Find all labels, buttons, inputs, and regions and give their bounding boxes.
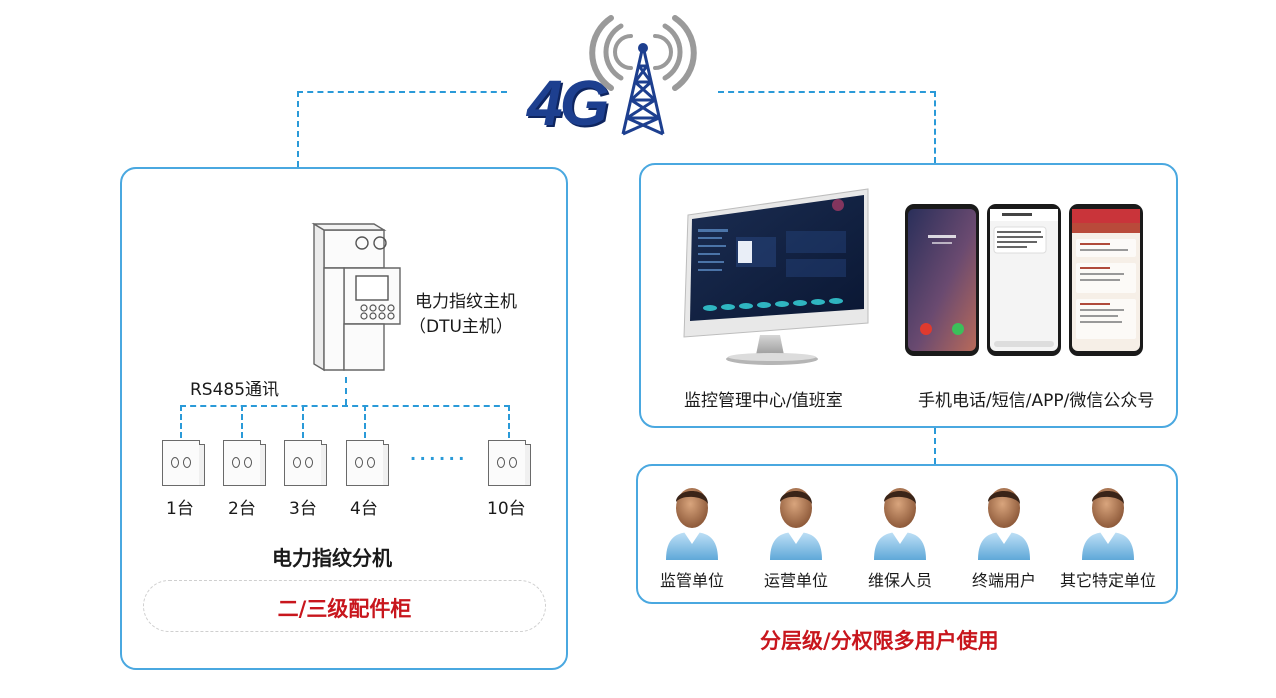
signal-tower-icon: [589, 15, 697, 136]
cabinet-label: 二/三级配件柜: [277, 597, 412, 621]
sub-unit-3: [284, 440, 327, 486]
bus-line: [180, 405, 510, 407]
user-label-maintenance: 维保人员: [867, 571, 932, 590]
sub-unit-4: [346, 440, 389, 486]
bus-drop-10: [508, 405, 510, 438]
user-label-other: 其它特定单位: [1059, 571, 1156, 590]
network-badge: 4G: [525, 14, 705, 140]
link-right-top: [718, 91, 936, 93]
bus-label: RS485通讯: [190, 380, 280, 400]
bus-drop-2: [241, 405, 243, 438]
sub-unit-2-label: 2台: [228, 499, 256, 519]
cabinet-box: 二/三级配件柜: [143, 580, 546, 632]
monitor-icon: [683, 188, 869, 365]
4g-label: 4G: [527, 67, 609, 139]
user-icon-supervisor: [666, 488, 718, 560]
host-label-line2: （DTU主机）: [409, 317, 513, 337]
user-icon-maintenance: [874, 488, 926, 560]
link-right-between: [934, 428, 936, 464]
link-left-down: [297, 91, 299, 167]
user-icon-end-user: [978, 488, 1030, 560]
phone-call-icon: [905, 204, 979, 356]
user-label-supervisor: 监管单位: [659, 571, 724, 590]
bus-drop-1: [180, 405, 182, 438]
sub-unit-2: [223, 440, 266, 486]
user-icon-operator: [770, 488, 822, 560]
monitor-caption: 监控管理中心/值班室: [684, 391, 843, 411]
sub-unit-ellipsis: · · · · · ·: [410, 449, 464, 468]
link-left-top: [297, 91, 507, 93]
host-label-line1: 电力指纹主机: [415, 292, 517, 312]
user-label-end-user: 终端用户: [971, 571, 1036, 590]
footer-caption: 分层级/分权限多用户使用: [760, 629, 999, 653]
bus-drop: [345, 377, 347, 405]
bus-drop-4: [364, 405, 366, 438]
link-right-down: [934, 91, 936, 163]
user-label-operator: 运营单位: [763, 571, 828, 590]
phone-sms-icon: [987, 204, 1061, 356]
sub-unit-10-label: 10台: [487, 499, 526, 519]
sub-unit-1: [162, 440, 205, 486]
sub-unit-10: [488, 440, 531, 486]
phone-app-icon: [1069, 204, 1143, 356]
user-icon-other: [1082, 488, 1134, 560]
phones-caption: 手机电话/短信/APP/微信公众号: [918, 391, 1155, 411]
sub-unit-4-label: 4台: [350, 499, 378, 519]
dtu-host-device-icon: [311, 222, 401, 372]
bus-drop-3: [302, 405, 304, 438]
sub-unit-title: 电力指纹分机: [272, 546, 392, 570]
host-label: 电力指纹主机 （DTU主机）: [409, 290, 517, 340]
sub-unit-1-label: 1台: [166, 499, 194, 519]
sub-unit-3-label: 3台: [289, 499, 317, 519]
